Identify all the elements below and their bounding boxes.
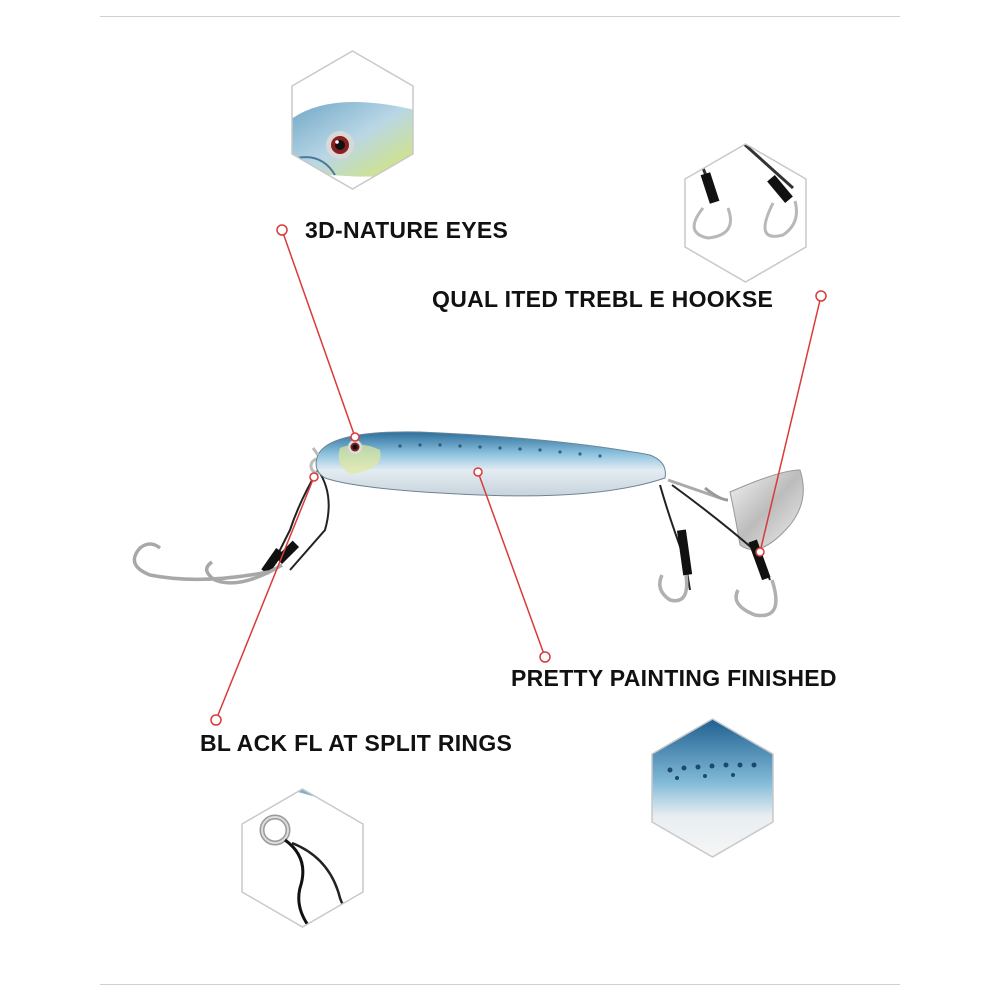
front-hooks — [132, 457, 330, 585]
split-ring-closeup-icon — [241, 788, 364, 928]
rings-label: BL ACK FL AT SPLIT RINGS — [200, 730, 513, 756]
callout-dots — [210, 224, 827, 726]
eyes-label: 3D-NATURE EYES — [305, 217, 509, 243]
rear-hooks — [658, 469, 804, 618]
lure-body — [311, 431, 666, 497]
paint-closeup-icon — [651, 718, 774, 858]
hooks-label: QUAL ITED TREBL E HOOKSE — [432, 286, 774, 312]
top-divider — [100, 16, 900, 17]
eye-closeup-icon — [291, 50, 414, 190]
hook-closeup-icon — [684, 143, 807, 283]
callout-lines — [215, 229, 822, 721]
painting-label: PRETTY PAINTING FINISHED — [511, 665, 837, 691]
bottom-divider — [100, 984, 900, 985]
